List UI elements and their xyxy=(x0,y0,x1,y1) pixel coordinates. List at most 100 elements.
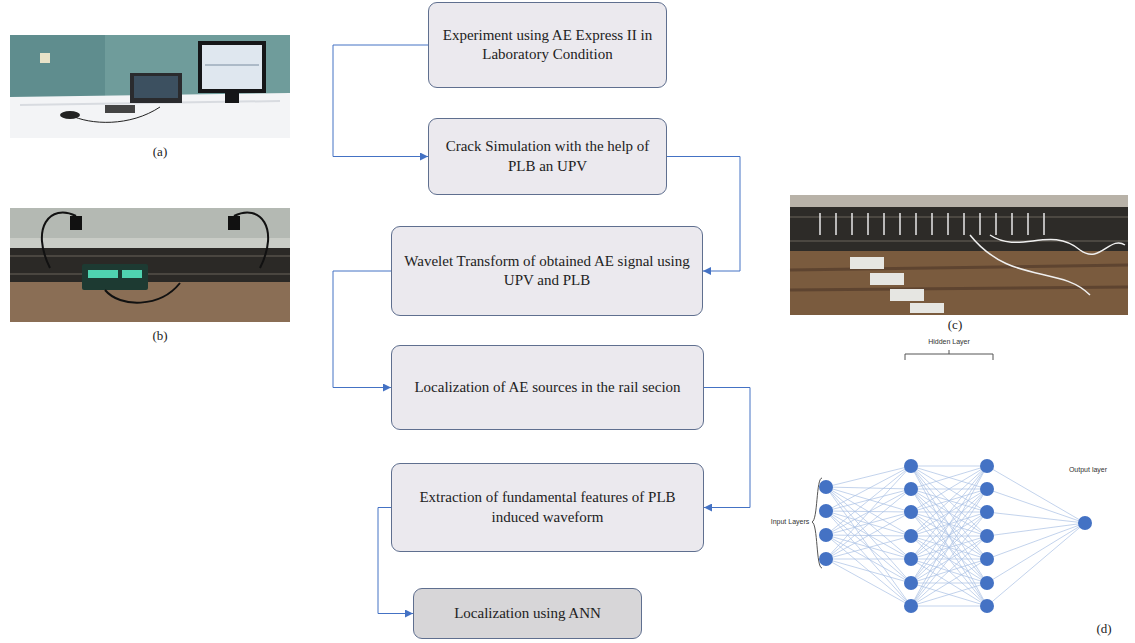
layer-label: Hidden Layer xyxy=(928,338,970,346)
box-text: Extraction of fundamental features of PL… xyxy=(404,488,691,527)
network-link xyxy=(911,466,987,583)
network-link xyxy=(987,523,1085,559)
sensor-array-photo xyxy=(790,195,1128,315)
neuron xyxy=(980,505,994,519)
network-link xyxy=(911,512,987,606)
network-link xyxy=(911,606,987,607)
network-link xyxy=(911,466,987,606)
sensor-wires xyxy=(820,213,1044,235)
rail-texture xyxy=(10,256,290,274)
network-link xyxy=(826,559,911,560)
sensor xyxy=(70,216,82,230)
network-link xyxy=(911,466,987,606)
network-link xyxy=(826,559,911,606)
network-link xyxy=(826,511,911,606)
socket xyxy=(40,53,50,63)
cable xyxy=(105,283,180,303)
network-link xyxy=(987,466,1085,523)
network-link xyxy=(911,466,987,512)
process-box: Wavelet Transform of obtained AE signal … xyxy=(391,226,703,316)
neural-network xyxy=(812,350,1092,613)
laptop xyxy=(130,73,182,103)
monitor xyxy=(198,41,266,93)
network-link xyxy=(911,536,987,606)
network-link xyxy=(911,489,987,606)
network-link xyxy=(826,535,911,583)
panel-label: (c) xyxy=(948,318,962,332)
sensor-box xyxy=(870,273,904,285)
monitor-stand xyxy=(225,93,239,103)
neuron xyxy=(904,482,918,496)
network-link xyxy=(987,523,1085,583)
neuron xyxy=(904,599,918,613)
rail-photo xyxy=(10,208,290,322)
neuron xyxy=(980,576,994,590)
box-text: Localization using ANN xyxy=(454,604,601,624)
amplifier xyxy=(105,105,135,113)
network-link xyxy=(911,583,987,606)
neuron xyxy=(819,528,833,542)
network-link xyxy=(911,489,987,606)
monitor-screen xyxy=(202,45,262,89)
laptop-screen xyxy=(134,76,178,98)
wall xyxy=(10,35,290,138)
network-link xyxy=(987,512,1085,523)
network-link xyxy=(826,489,911,559)
bench xyxy=(10,282,290,322)
network-link xyxy=(826,466,911,535)
network-link xyxy=(826,512,911,535)
network-link xyxy=(826,511,911,536)
neuron xyxy=(904,505,918,519)
lab-photo xyxy=(10,35,290,138)
network-link xyxy=(911,466,987,467)
process-box: Localization using ANN xyxy=(413,588,642,639)
cable xyxy=(234,213,268,268)
neuron xyxy=(980,599,994,613)
network-link xyxy=(826,511,911,559)
network-link xyxy=(911,466,987,512)
network-link xyxy=(911,466,987,559)
network-link xyxy=(911,466,987,489)
neuron xyxy=(980,552,994,566)
cable xyxy=(42,213,76,268)
neuron xyxy=(904,459,918,473)
box-text: Localization of AE sources in the rail s… xyxy=(414,378,680,398)
process-box: Localization of AE sources in the rail s… xyxy=(391,345,704,430)
neuron xyxy=(980,482,994,496)
network-link xyxy=(826,487,911,583)
sleeper xyxy=(790,251,1128,315)
network-link xyxy=(826,512,911,559)
process-box: Extraction of fundamental features of PL… xyxy=(391,463,704,552)
network-link xyxy=(987,523,1085,536)
network-link xyxy=(987,523,1085,606)
network-link xyxy=(911,489,987,512)
neuron xyxy=(904,576,918,590)
network-link xyxy=(987,489,1085,523)
sensor-box xyxy=(890,289,924,301)
neuron xyxy=(904,529,918,543)
panel-label: (a) xyxy=(153,145,167,159)
network-link xyxy=(826,487,911,536)
network-link xyxy=(826,559,911,583)
box-text: Crack Simulation with the help of PLB an… xyxy=(441,137,654,176)
flow-arrow xyxy=(333,45,428,157)
wall xyxy=(10,208,290,322)
background xyxy=(790,195,1128,315)
network-link xyxy=(911,512,987,606)
network-link xyxy=(826,535,911,606)
box-text: Wavelet Transform of obtained AE signal … xyxy=(404,252,690,291)
screen-trace xyxy=(205,65,259,66)
rail xyxy=(10,248,290,282)
network-link xyxy=(911,466,987,583)
cable xyxy=(990,235,1125,254)
panel-label: (b) xyxy=(152,329,167,343)
device-display xyxy=(88,270,118,278)
network-link xyxy=(911,466,987,489)
network-link xyxy=(911,466,987,536)
neuron xyxy=(819,504,833,518)
neuron xyxy=(819,552,833,566)
network-link xyxy=(826,487,911,606)
sensor-box xyxy=(850,257,884,269)
sensor-box xyxy=(910,303,944,313)
neuron xyxy=(819,480,833,494)
